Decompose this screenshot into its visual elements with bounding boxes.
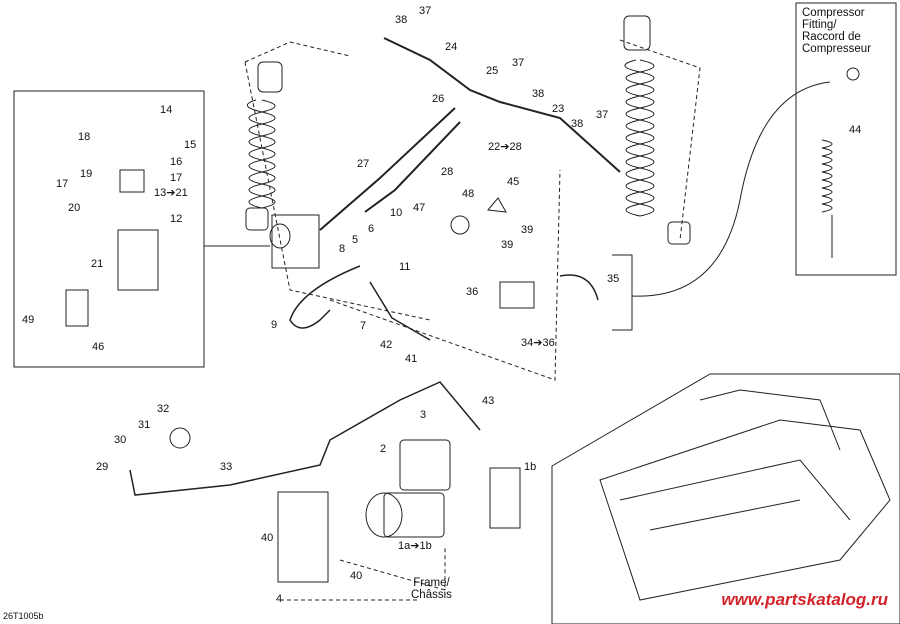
callout-35: 35 bbox=[607, 273, 620, 285]
callout-48: 48 bbox=[462, 188, 475, 200]
callout-37b: 37 bbox=[512, 57, 525, 69]
frame-box bbox=[551, 373, 900, 624]
dashed-outline bbox=[244, 41, 351, 63]
callout-30: 30 bbox=[114, 434, 127, 446]
callout-27: 27 bbox=[357, 158, 370, 170]
callout-45: 45 bbox=[507, 176, 520, 188]
callout-21: 21 bbox=[91, 258, 104, 270]
hose-35 bbox=[559, 274, 599, 301]
callout-12: 12 bbox=[170, 213, 183, 225]
part-32 bbox=[169, 427, 191, 449]
hose-33 bbox=[129, 381, 481, 496]
callout-29: 29 bbox=[96, 461, 109, 473]
callout-17b: 17 bbox=[56, 178, 69, 190]
callout-38a: 38 bbox=[395, 14, 408, 26]
callout-43: 43 bbox=[482, 395, 495, 407]
hose-9 bbox=[289, 265, 361, 329]
callout-8: 8 bbox=[339, 243, 346, 255]
bracket-35 bbox=[612, 254, 633, 331]
compressor-line bbox=[631, 81, 831, 297]
callout-44: 44 bbox=[849, 124, 862, 136]
callout-37a: 37 bbox=[419, 5, 432, 17]
right-shock-absorber bbox=[623, 15, 691, 245]
callout-46: 46 bbox=[92, 341, 105, 353]
callout-9: 9 bbox=[271, 319, 278, 331]
dashed-outline bbox=[339, 545, 446, 591]
callout-37c: 37 bbox=[596, 109, 609, 121]
part-45 bbox=[487, 197, 507, 213]
callout-15: 15 bbox=[184, 139, 197, 151]
detail-box-compressor-fitting bbox=[795, 2, 897, 276]
callout-32: 32 bbox=[157, 403, 170, 415]
vehicle-frame bbox=[599, 389, 891, 601]
hose-28 bbox=[364, 121, 461, 213]
drawing-code: 26T1005b bbox=[3, 611, 44, 621]
dashed-outline bbox=[329, 169, 561, 381]
callout-36: 36 bbox=[466, 286, 479, 298]
callout-18: 18 bbox=[78, 131, 91, 143]
callout-1b: 1b bbox=[524, 461, 537, 473]
bracket-34 bbox=[499, 281, 535, 309]
hose-27 bbox=[319, 107, 456, 231]
detail-box-small-valve bbox=[271, 214, 320, 269]
dashed-outline bbox=[244, 61, 431, 321]
compressor bbox=[277, 439, 521, 583]
callout-7: 7 bbox=[360, 320, 367, 332]
callout-31: 31 bbox=[138, 419, 151, 431]
callout-34-36: 34➔36 bbox=[521, 337, 555, 349]
callout-13-21: 13➔21 bbox=[154, 187, 188, 199]
callout-1a-1b: 1a➔1b bbox=[398, 540, 432, 552]
callout-28: 28 bbox=[441, 166, 454, 178]
callout-5: 5 bbox=[352, 234, 359, 246]
callout-22-28: 22➔28 bbox=[488, 141, 522, 153]
callout-17a: 17 bbox=[170, 172, 183, 184]
callout-14: 14 bbox=[160, 104, 173, 116]
callout-25: 25 bbox=[486, 65, 499, 77]
callout-42: 42 bbox=[380, 339, 393, 351]
valve-assembly bbox=[65, 169, 159, 327]
callout-23: 23 bbox=[552, 103, 565, 115]
callout-38c: 38 bbox=[571, 118, 584, 130]
callout-4: 4 bbox=[276, 593, 283, 605]
callout-10: 10 bbox=[390, 207, 403, 219]
callout-2: 2 bbox=[380, 443, 387, 455]
callout-3: 3 bbox=[420, 409, 427, 421]
callout-24: 24 bbox=[445, 41, 458, 53]
callout-6: 6 bbox=[368, 223, 375, 235]
compressor-fitting-part bbox=[846, 67, 860, 81]
callout-47: 47 bbox=[413, 202, 426, 214]
hose-23-24 bbox=[383, 37, 621, 173]
callout-11: 11 bbox=[399, 261, 411, 273]
callout-20: 20 bbox=[68, 202, 81, 214]
detail-box-valve bbox=[13, 90, 205, 368]
part-48 bbox=[450, 215, 470, 235]
callout-40b: 40 bbox=[350, 570, 363, 582]
callout-49: 49 bbox=[22, 314, 35, 326]
hose-7 bbox=[369, 281, 431, 341]
callout-33: 33 bbox=[220, 461, 233, 473]
coil-hose-44 bbox=[821, 139, 833, 213]
small-valve bbox=[269, 223, 291, 249]
callout-40a: 40 bbox=[261, 532, 274, 544]
callout-39b: 39 bbox=[501, 239, 514, 251]
callout-41: 41 bbox=[405, 353, 418, 365]
callout-19: 19 bbox=[80, 168, 93, 180]
left-shock-absorber bbox=[245, 61, 283, 231]
callout-39a: 39 bbox=[521, 224, 534, 236]
watermark: www.partskatalog.ru bbox=[721, 590, 888, 609]
callout-16: 16 bbox=[170, 156, 183, 168]
compressor-fitting-label: Compressor Fitting/ Raccord de Compresse… bbox=[802, 7, 872, 55]
callout-38b: 38 bbox=[532, 88, 545, 100]
callout-26: 26 bbox=[432, 93, 445, 105]
frame-label: Frame/ Châssis bbox=[411, 577, 452, 601]
